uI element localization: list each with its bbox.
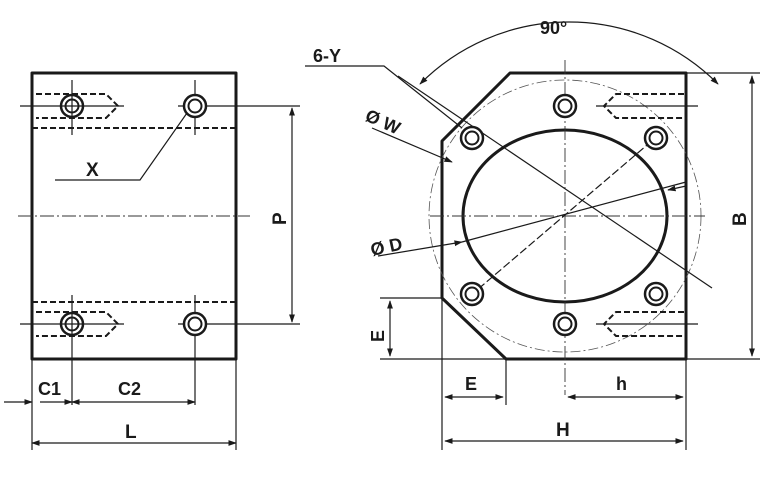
front-view-threaded-hole-top — [596, 93, 698, 119]
side-view-mounting-hole-bottom — [178, 311, 300, 337]
bolt-hole-lower-left — [459, 281, 485, 307]
x-leader-line — [55, 112, 188, 181]
front-view-diagonal-line-1 — [397, 75, 713, 289]
label-x: X — [86, 160, 99, 181]
bolt-hole-upper-left — [459, 125, 485, 151]
front-view-threaded-hole-bottom — [596, 311, 698, 337]
bolt-hole-top — [552, 93, 578, 119]
side-view: X P C1 C2 L — [4, 71, 300, 450]
label-c2: C2 — [118, 379, 141, 399]
side-view-threaded-hole-bottom — [20, 311, 124, 337]
label-c1: C1 — [38, 379, 61, 399]
dim-w-line — [371, 127, 453, 163]
label-e-horizontal: E — [465, 374, 477, 394]
front-view-diagonal-line-2 — [461, 181, 687, 243]
label-h-upper: H — [556, 420, 570, 441]
label-d: Ø D — [369, 234, 404, 260]
label-angle-90: 90° — [540, 18, 567, 38]
front-view-bolt-holes — [459, 93, 669, 337]
dim-d-line-right — [667, 185, 687, 192]
six-y-leader-line — [305, 65, 463, 129]
side-view-threaded-hole-top — [20, 93, 124, 119]
dim-d-line — [377, 240, 463, 257]
bolt-hole-bottom — [552, 311, 578, 337]
front-view-diagonal-line-3 — [469, 133, 661, 297]
label-e-vertical: E — [368, 330, 388, 342]
label-b: B — [730, 212, 751, 226]
angle-90-arc — [419, 21, 719, 85]
label-h-lower: h — [616, 374, 627, 394]
side-view-mounting-hole-top — [178, 93, 300, 119]
label-l: L — [125, 422, 137, 443]
label-six-y: 6-Y — [313, 46, 341, 66]
bolt-hole-lower-right — [643, 281, 669, 307]
label-p: P — [270, 212, 291, 225]
front-view: 90° 6-Y Ø W Ø D B E E h H — [305, 18, 760, 450]
label-w: Ø W — [362, 105, 403, 138]
bolt-hole-upper-right — [643, 125, 669, 151]
